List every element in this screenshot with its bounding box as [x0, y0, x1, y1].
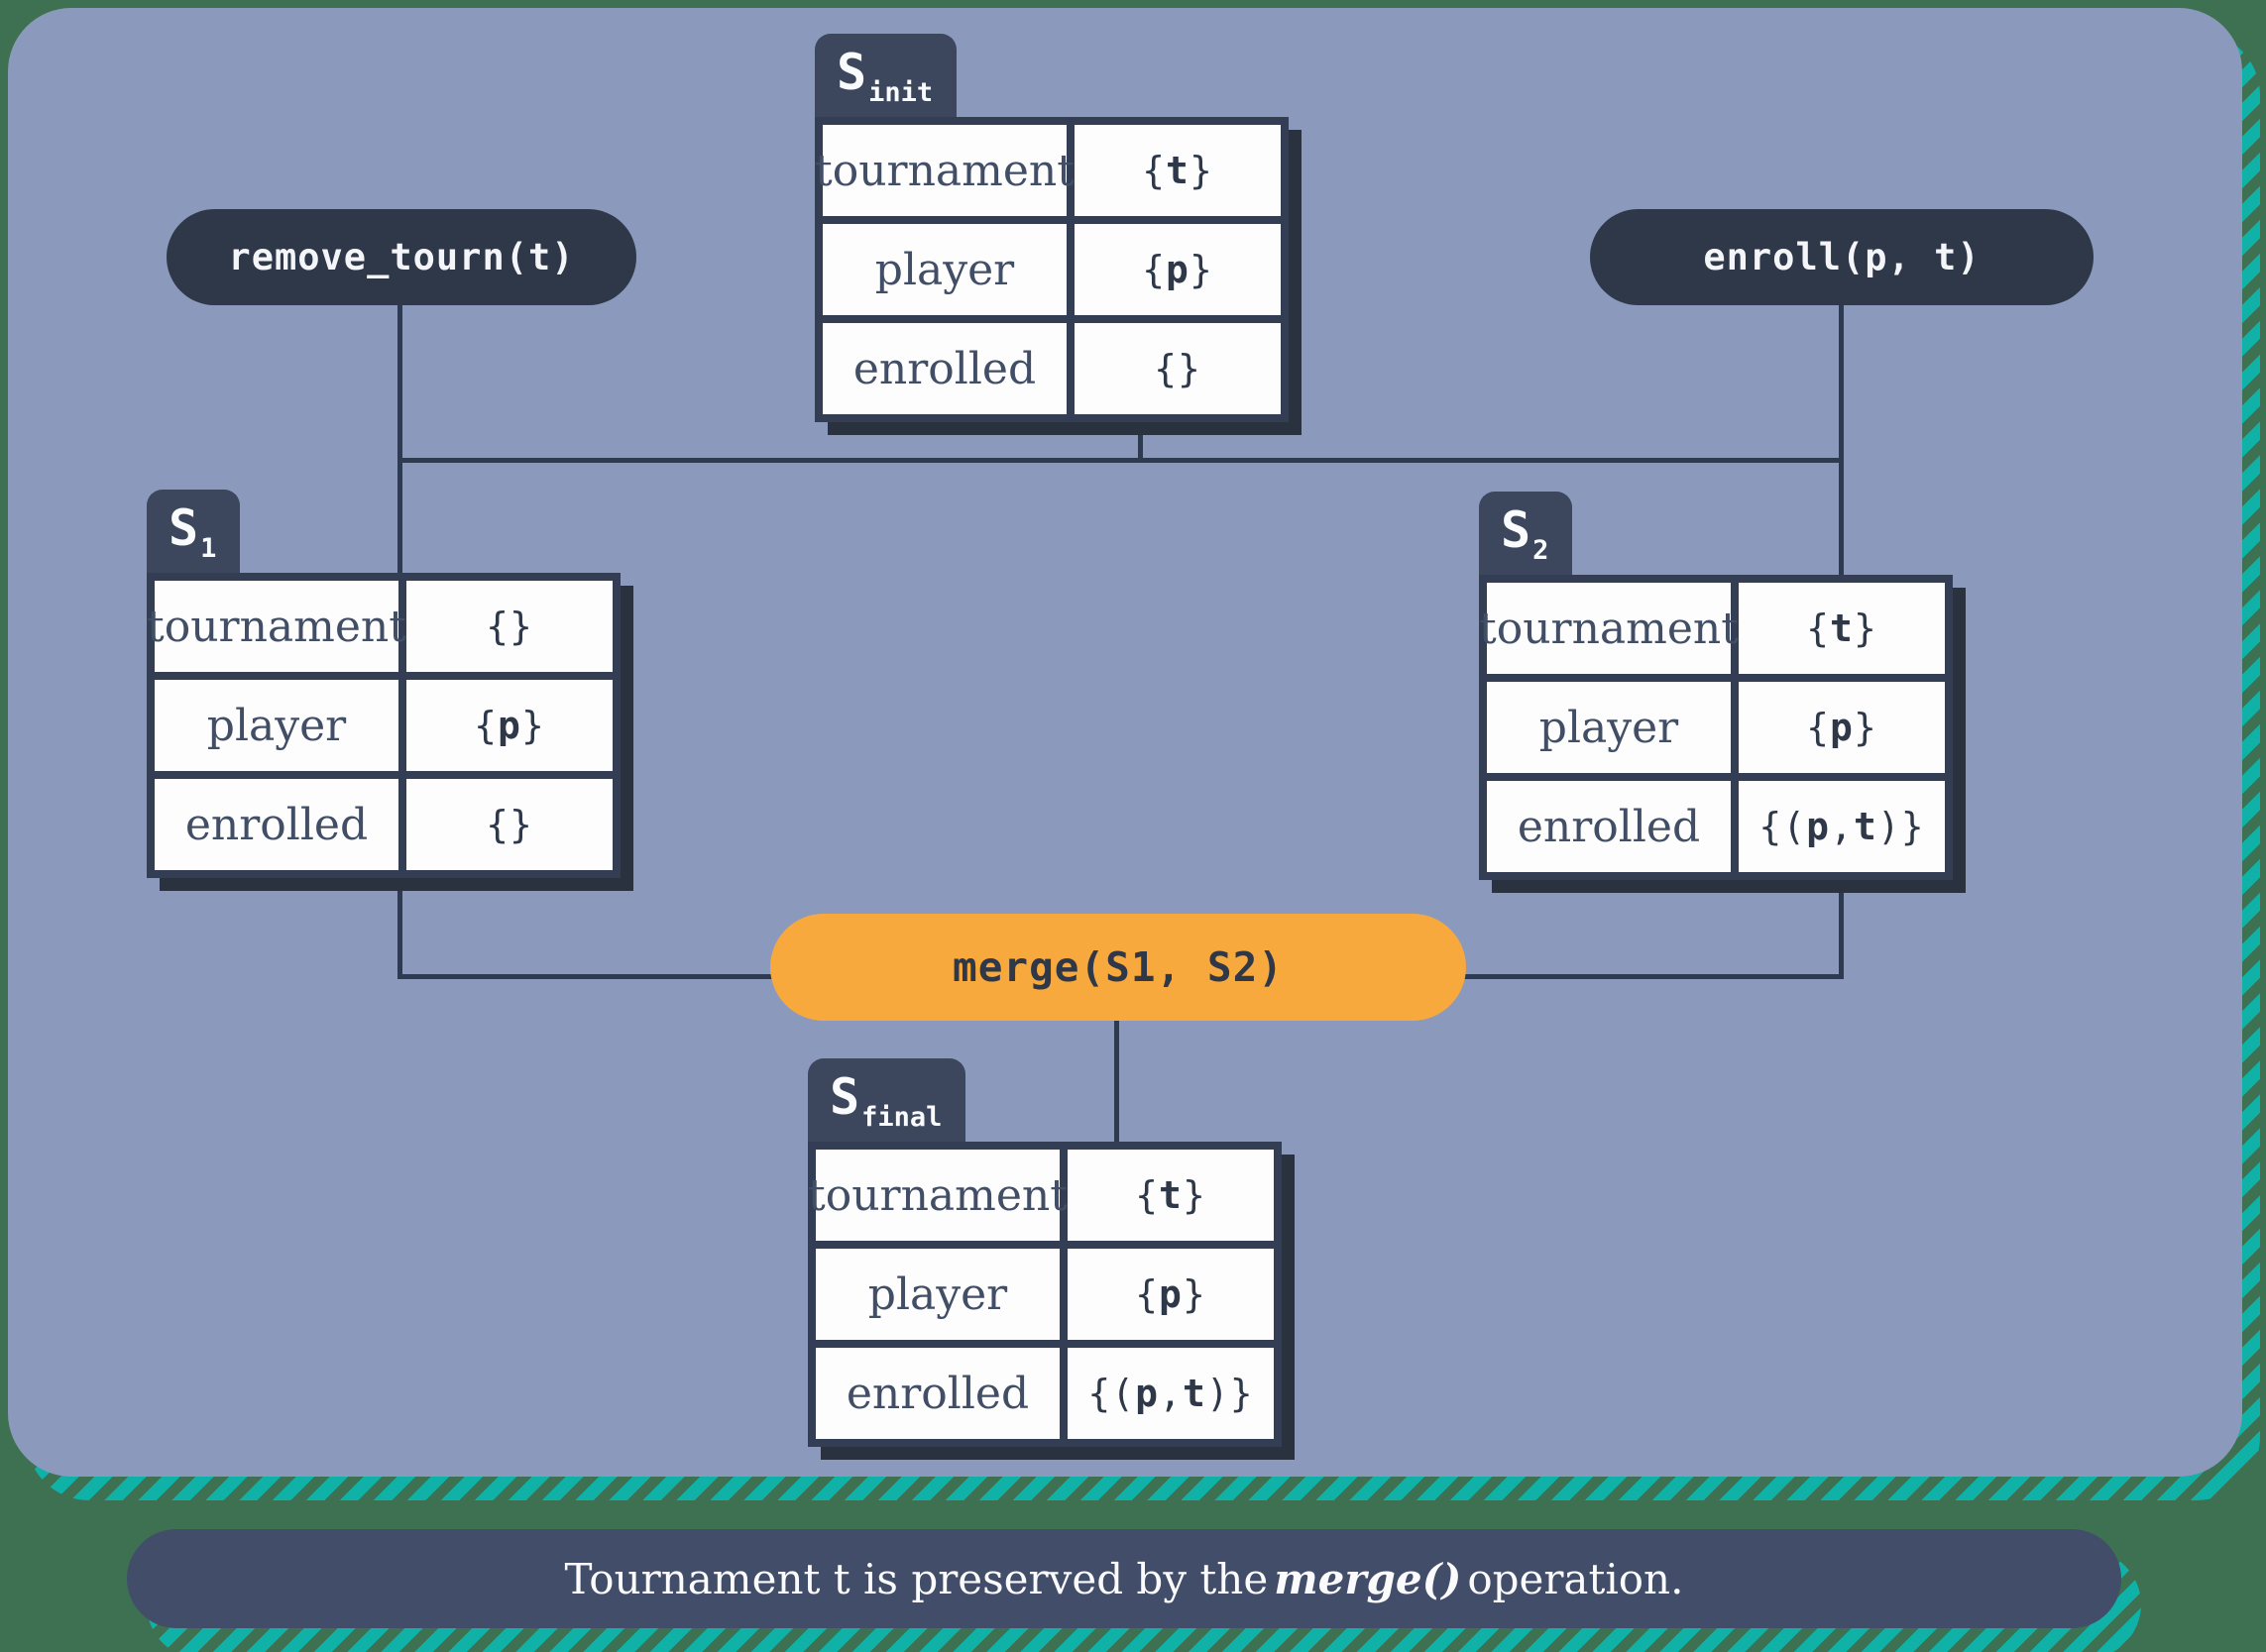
tab-label-base: S: [169, 499, 199, 557]
tab-label-subscript: final: [861, 1102, 943, 1133]
caption-text-highlight: merge(): [1274, 1554, 1462, 1603]
connector-s2-to-merge: [1464, 974, 1843, 979]
row-value: {(p, t)}: [1068, 1348, 1274, 1439]
row-label: player: [823, 224, 1067, 315]
state-table-s1-body: tournament {} player {p} enrolled {}: [147, 573, 621, 878]
state-table-s2-body: tournament {t} player {p} enrolled {(p, …: [1479, 575, 1953, 880]
tab-label-subscript: 1: [200, 533, 217, 564]
tab-label-base: S: [837, 44, 867, 101]
merge-label: merge(S1, S2): [953, 943, 1284, 991]
row-value: {p}: [1739, 682, 1945, 773]
row-label: enrolled: [816, 1348, 1060, 1439]
operation-pill-merge: merge(S1, S2): [770, 914, 1466, 1021]
tab-label-base: S: [1501, 501, 1531, 559]
row-label: enrolled: [823, 323, 1067, 414]
row-label: player: [1487, 682, 1731, 773]
row-value: {p}: [1075, 224, 1281, 315]
remove-tourn-label: remove_tourn(t): [228, 236, 575, 278]
row-value: {t}: [1739, 583, 1945, 674]
row-value: {p}: [1068, 1249, 1274, 1340]
row-label: player: [155, 680, 398, 771]
connector-s1-to-merge: [397, 974, 774, 979]
operation-pill-enroll: enroll(p, t): [1590, 209, 2094, 305]
tab-label-subscript: init: [868, 77, 934, 108]
row-value: {p}: [406, 680, 613, 771]
tab-label-base: S: [830, 1068, 860, 1126]
row-value: {t}: [1075, 125, 1281, 216]
row-label: tournament: [1479, 583, 1739, 674]
row-value: {}: [406, 581, 613, 672]
row-value: {(p, t)}: [1739, 781, 1945, 872]
connector-merge-to-sfinal: [1114, 1019, 1119, 1144]
operation-pill-remove-tourn: remove_tourn(t): [167, 209, 636, 305]
state-table-s-final-body: tournament {t} player {p} enrolled {(p, …: [808, 1142, 1282, 1447]
connector-remove-to-s1: [397, 302, 402, 575]
row-value: {}: [1075, 323, 1281, 414]
tab-label-subscript: 2: [1532, 535, 1549, 566]
enroll-label: enroll(p, t): [1703, 236, 1981, 278]
caption-text-suffix: operation.: [1467, 1554, 1684, 1603]
connector-s1-down: [397, 872, 402, 979]
connector-branch-rail: [397, 458, 1844, 463]
row-label: enrolled: [155, 779, 398, 870]
caption-text-prefix: Tournament t is preserved by the: [564, 1554, 1269, 1603]
row-label: enrolled: [1487, 781, 1731, 872]
row-label: tournament: [808, 1150, 1068, 1241]
row-value: {t}: [1068, 1150, 1274, 1241]
connector-sinit-drop: [1138, 420, 1143, 462]
row-label: player: [816, 1249, 1060, 1340]
row-value: {}: [406, 779, 613, 870]
row-label: tournament: [815, 125, 1075, 216]
connector-enroll-to-s2: [1839, 300, 1844, 577]
caption-bar: Tournament t is preserved by the merge()…: [127, 1529, 2121, 1628]
connector-s2-down: [1839, 874, 1844, 979]
state-table-s-init-body: tournament {t} player {p} enrolled {}: [815, 117, 1289, 422]
row-label: tournament: [147, 581, 406, 672]
